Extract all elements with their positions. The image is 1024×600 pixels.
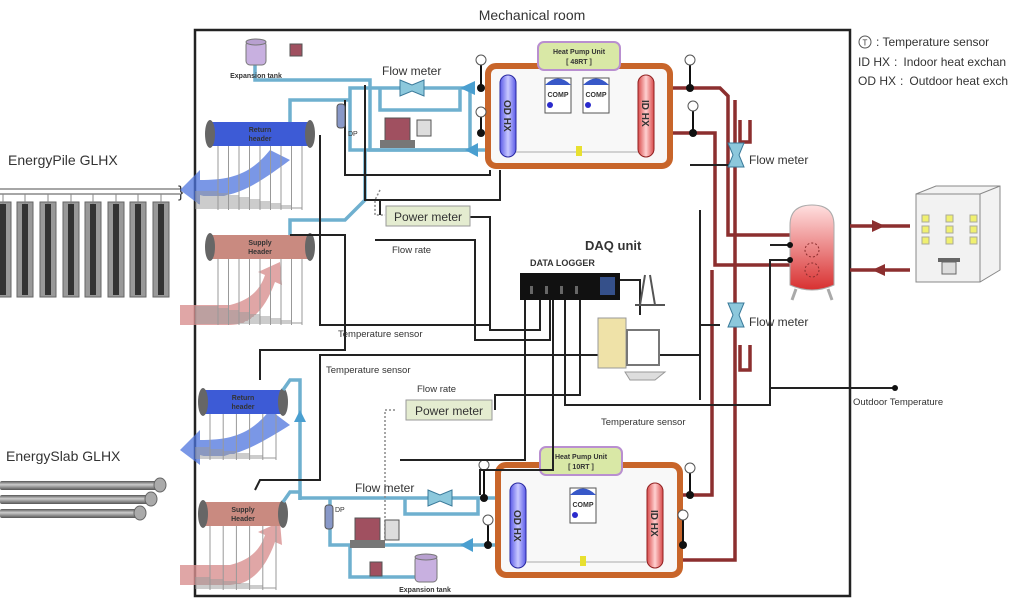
flow-meter-right-top-label: Flow meter [749,153,808,167]
legend: T : Temperature sensor ID HX:Indoor heat… [858,35,1008,88]
svg-text:OD HX: OD HX [501,100,512,132]
legend-id-hx: ID HX:Indoor heat exchan [858,55,1006,69]
daq-unit: DAQ unit DATA LOGGER [520,238,667,381]
flow-meter-icon [399,79,425,97]
svg-text:OD HX: OD HX [511,510,522,542]
temperature-sensor-icon [475,106,487,137]
svg-text:[ 48RT ]: [ 48RT ] [566,59,592,66]
return-header-top: Return header [205,120,315,148]
heat-pump-10rt: Heat Pump Unit [ 10RT ] OD HX ID HX COMP [495,446,683,578]
temp-sensor-label-3: Temperature sensor [601,417,685,428]
return-flow-arrow-bottom [180,410,290,465]
energy-pile [107,194,125,298]
supply-header-bottom: Supply Header [198,500,288,528]
svg-text:Header: Header [248,249,272,256]
svg-text:ID HX: ID HX [648,510,659,537]
svg-text:COMP: COMP [573,502,594,509]
dp-sensor-bottom [324,504,334,530]
antenna-icon [635,274,665,306]
energy-piles [0,194,170,298]
supply-flow-arrow-bottom [180,522,282,585]
svg-text:COMP: COMP [586,92,607,99]
temperature-sensor-icon [687,100,699,137]
flow-rate-top-label: Flow rate [392,245,431,256]
flow-meter-right-bottom-label: Flow meter [749,315,808,329]
svg-text:COMP: COMP [548,92,569,99]
temperature-sensor-icon [475,54,487,92]
svg-text:header: header [249,136,272,143]
svg-text:DATA LOGGER: DATA LOGGER [530,258,595,268]
temp-sensor-label-1: Temperature sensor [338,329,422,340]
svg-text:[ 10RT ]: [ 10RT ] [568,464,594,471]
pump-top [380,117,432,148]
energyslab-label: EnergySlab GLHX [6,448,121,464]
expansion-tank-bottom: Expansion tank [369,553,451,594]
svg-text:Power meter: Power meter [415,404,483,418]
svg-text:}: } [178,184,184,201]
flow-rate-bottom-label: Flow rate [417,384,456,395]
outdoor-temp-label: Outdoor Temperature [853,397,943,408]
svg-text:Header: Header [231,516,255,523]
power-meter-bottom: Power meter [405,399,493,421]
svg-text:Supply: Supply [231,507,254,514]
temperature-sensor-icon [684,54,696,92]
legend-od-hx: OD HX:Outdoor heat exch [858,74,1008,88]
expansion-tank-top: Expansion tank [230,38,303,80]
temperature-sensor-icon [858,35,872,49]
return-flow-arrow-top [180,150,290,205]
computer-tower-icon [597,317,627,369]
compressor-3: COMP [569,487,597,524]
power-meter-top: Power meter [385,205,471,227]
storage-tank [787,204,835,301]
energy-slabs [0,477,167,521]
svg-text:ID HX: ID HX [639,100,650,127]
flow-meter-icon [727,302,745,328]
svg-text:Expansion tank: Expansion tank [230,73,282,80]
svg-text:Power meter: Power meter [394,210,462,224]
svg-text:Supply: Supply [248,240,271,247]
monitor-icon [626,329,660,366]
svg-text:Heat Pump Unit: Heat Pump Unit [553,49,606,56]
energy-pile [62,194,80,298]
return-header-bottom: Return header [198,388,288,416]
legend-temp-sensor: : Temperature sensor [876,35,989,49]
energy-pile [16,194,34,298]
svg-text:DP: DP [348,131,358,138]
energy-pile [84,194,102,298]
svg-text:Heat Pump Unit: Heat Pump Unit [555,454,608,461]
supply-header-top: Supply Header [205,233,315,261]
flow-meter-top-label: Flow meter [382,64,441,78]
energy-pile [39,194,57,298]
heat-pump-48rt: Heat Pump Unit [ 48RT ] OD HX ID HX COMP… [485,41,673,169]
temperature-sensor-icon [684,462,696,499]
building-icon [915,185,1001,283]
energypile-label: EnergyPile GLHX [8,152,118,168]
svg-text:T: T [863,39,868,48]
svg-text:header: header [232,404,255,411]
svg-text:DP: DP [335,507,345,514]
svg-text:Return: Return [249,127,272,134]
flow-meter-icon [427,489,453,507]
energy-pile [129,194,147,298]
energy-pile [0,194,12,298]
temperature-sensor-icon [482,514,494,549]
svg-text:Return: Return [232,395,255,402]
flow-meter-bottom-label: Flow meter [355,481,414,495]
energy-pile [152,194,170,298]
compressor-2: COMP [582,77,610,114]
temperature-sensor-icon [677,509,689,549]
svg-text:DAQ unit: DAQ unit [585,238,642,253]
dp-sensor-top [336,103,346,129]
diagram-title: Mechanical room [479,7,586,23]
pump-bottom [350,517,400,548]
temp-sensor-label-2: Temperature sensor [326,365,410,376]
flow-meter-icon [727,142,745,168]
compressor-1: COMP [544,77,572,114]
svg-text:Expansion tank: Expansion tank [399,587,451,594]
